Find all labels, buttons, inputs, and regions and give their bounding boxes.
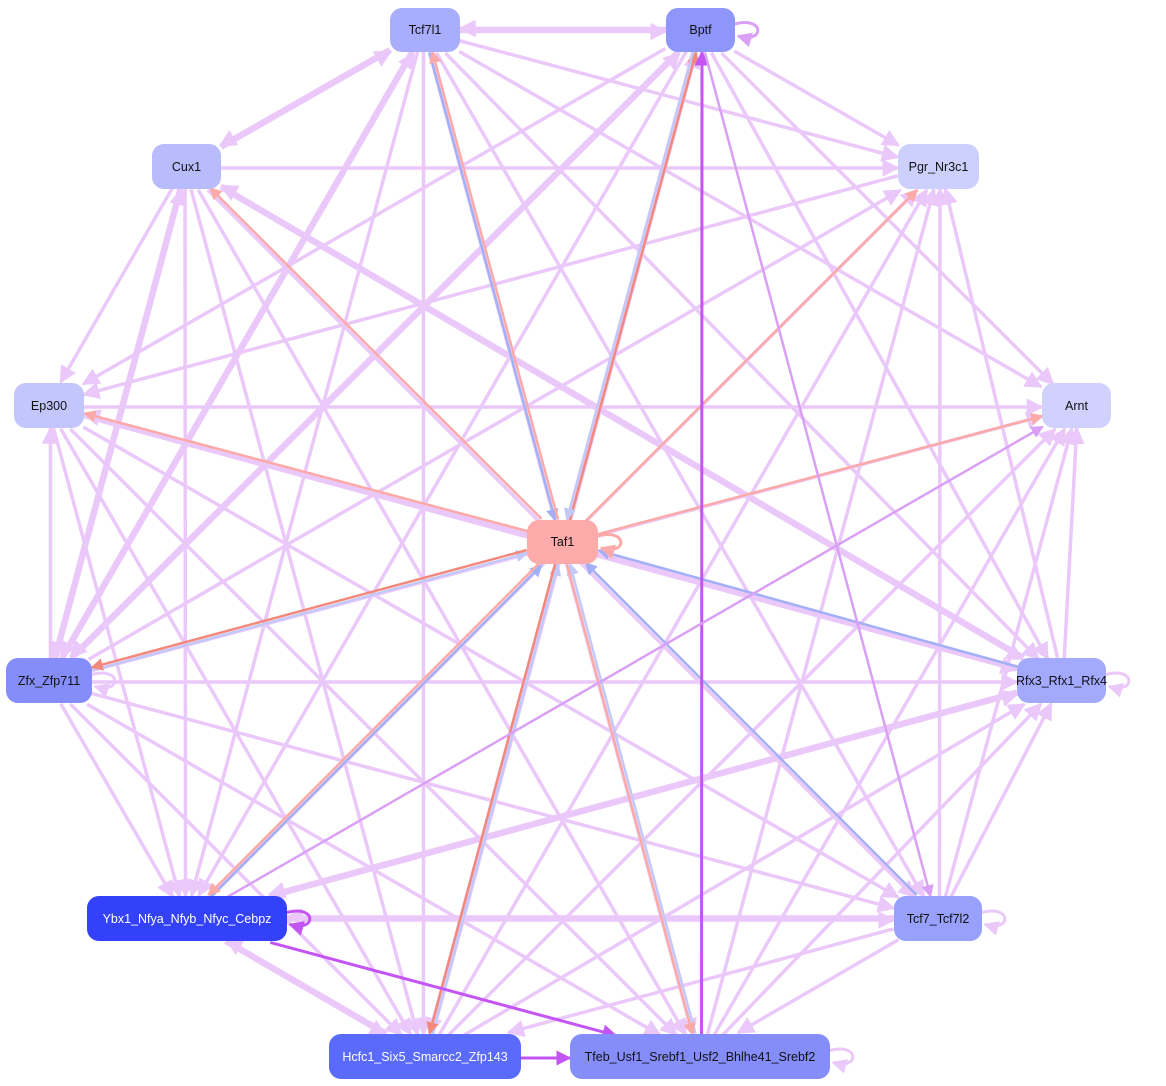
self-loop-Tcf7_Tcf7l2 <box>981 909 1007 936</box>
edge-Taf1-to-Tcf7l1 <box>429 50 560 520</box>
edge-Zfx_Zfp711-to-Tcf7l1 <box>61 51 416 660</box>
node-label: Ybx1_Nfya_Nfyb_Nfyc_Cebpz <box>102 911 272 926</box>
edge-Taf1-to-Cux1 <box>209 187 543 520</box>
edge-Rfx3_Rfx1_Rfx4-to-Arnt <box>1062 426 1085 659</box>
edge-Tfeb_Usf1_Srebf1_Usf2_Bhlhe41_Srebf2-to-Arnt <box>712 427 1067 1036</box>
node-label: Ep300 <box>30 398 68 413</box>
edge-Tcf7l1-to-Cux1 <box>218 47 391 147</box>
node-ybx1_nfya_nfyb_nfyc_cebpz[interactable]: Ybx1_Nfya_Nfyb_Nfyc_Cebpz <box>87 896 287 941</box>
edge-Taf1-to-Ep300 <box>83 410 528 533</box>
node-cux1[interactable]: Cux1 <box>152 144 221 189</box>
node-bptf[interactable]: Bptf <box>666 8 735 52</box>
node-label: Tcf7l1 <box>408 23 442 37</box>
edge-Taf1-to-Bptf <box>568 51 700 521</box>
node-label: Zfx_Zfp711 <box>17 673 81 688</box>
node-arnt[interactable]: Arnt <box>1042 383 1111 428</box>
edge-Tfeb_Usf1_Srebf1_Usf2_Bhlhe41_Srebf2-to-Taf1 <box>566 562 697 1034</box>
node-label: Arnt <box>1065 398 1088 413</box>
node-label: Rfx3_Rfx1_Rfx4 <box>1016 673 1108 688</box>
edge-Cux1-to-Tcf7l1 <box>220 49 393 150</box>
edge-Taf1-to-Pgr_Nr3c1 <box>584 189 918 522</box>
node-zfx_zfp711[interactable]: Zfx_Zfp711 <box>6 658 92 703</box>
edge-Rfx3_Rfx1_Rfx4-to-Cux1 <box>220 183 1025 659</box>
edge-Tcf7l1-to-Tcf7_Tcf7l2 <box>434 51 926 899</box>
edge-Ybx1_Nfya_Nfyb_Nfyc_Cebpz-to-Arnt <box>226 425 1044 899</box>
node-label: Pgr_Nr3c1 <box>908 159 969 174</box>
node-label: Bptf <box>689 23 712 37</box>
node-label: Tcf7_Tcf7l2 <box>906 911 970 926</box>
edge-Bptf-to-Taf1 <box>563 51 695 521</box>
edge-Taf1-to-Tfeb_Usf1_Srebf1_Usf2_Bhlhe41_Srebf2 <box>565 564 696 1036</box>
edge-Ep300-to-Tcf7_Tcf7l2 <box>82 425 900 899</box>
edge-Tcf7_Tcf7l2-to-Tfeb_Usf1_Srebf1_Usf2_Bhlhe41_Srebf2 <box>736 938 900 1035</box>
self-loop-Taf1 <box>597 533 623 560</box>
edge-Cux1-to-Tfeb_Usf1_Srebf1_Usf2_Bhlhe41_Srebf2 <box>196 188 688 1037</box>
self-loop-Ybx1_Nfya_Nfyb_Nfyc_Cebpz <box>286 909 312 936</box>
edge-Cux1-to-Ep300 <box>59 187 174 384</box>
edge-Ybx1_Nfya_Nfyb_Nfyc_Cebpz-to-Taf1 <box>209 564 543 898</box>
edge-Bptf-to-Ybx1_Nfya_Nfyb_Nfyc_Cebpz <box>197 50 689 897</box>
edge-Tcf7l1-to-Pgr_Nr3c1 <box>459 39 900 162</box>
edge-Bptf-to-Tcf7_Tcf7l2 <box>703 52 934 898</box>
node-tfeb_usf1_srebf1_usf2_bhlhe41_srebf2[interactable]: Tfeb_Usf1_Srebf1_Usf2_Bhlhe41_Srebf2 <box>570 1034 830 1079</box>
node-tcf7l1[interactable]: Tcf7l1 <box>390 8 460 52</box>
node-label: Taf1 <box>550 535 575 549</box>
node-hcfc1_six5_smarcc2_zfp143[interactable]: Hcfc1_Six5_Smarcc2_Zfp143 <box>329 1034 521 1079</box>
edge-Zfx_Zfp711-to-Pgr_Nr3c1 <box>87 188 902 661</box>
edge-Cux1-to-Rfx3_Rfx1_Rfx4 <box>219 186 1024 661</box>
node-label: Hcfc1_Six5_Smarcc2_Zfp143 <box>342 1049 508 1064</box>
edge-Bptf-to-Rfx3_Rfx1_Rfx4 <box>709 51 1050 661</box>
node-tcf7_tcf7l2[interactable]: Tcf7_Tcf7l2 <box>894 896 982 941</box>
edge-Taf1-to-Zfx_Zfp711 <box>90 548 527 671</box>
edge-Tcf7_Tcf7l2-to-Taf1 <box>584 562 918 896</box>
edge-Cux1-to-Hcfc1_Six5_Smarcc2_Zfp143 <box>189 188 422 1037</box>
edge-Tcf7_Tcf7l2-to-Arnt <box>943 426 1077 897</box>
edge-Zfx_Zfp711-to-Ybx1_Nfya_Nfyb_Nfyc_Cebpz <box>59 702 175 899</box>
edge-Taf1-to-Arnt <box>598 412 1044 536</box>
node-rfx3_rfx1_rfx4[interactable]: Rfx3_Rfx1_Rfx4 <box>1016 658 1108 703</box>
edge-Taf1-to-Hcfc1_Six5_Smarcc2_Zfp143 <box>426 563 557 1035</box>
edge-Hcfc1_Six5_Smarcc2_Zfp143-to-Rfx3_Rfx1_Rfx4 <box>462 702 1026 1037</box>
edge-Tcf7_Tcf7l2-to-Rfx3_Rfx1_Rfx4 <box>949 702 1053 898</box>
edge-Hcfc1_Six5_Smarcc2_Zfp143-to-Taf1 <box>431 563 562 1035</box>
edge-Tcf7l1-to-Taf1 <box>428 52 559 522</box>
node-taf1[interactable]: Taf1 <box>527 520 598 564</box>
self-loop-Tfeb_Usf1_Srebf1_Usf2_Bhlhe41_Srebf2 <box>829 1047 855 1074</box>
self-loop-Zfx_Zfp711 <box>91 671 117 698</box>
edge-Rfx3_Rfx1_Rfx4-to-Taf1 <box>597 547 1018 668</box>
edge-Hcfc1_Six5_Smarcc2_Zfp143-to-Arnt <box>447 427 1057 1037</box>
edge-Taf1-to-Ybx1_Nfya_Nfyb_Nfyc_Cebpz <box>207 562 541 896</box>
self-loop-Bptf <box>734 21 760 48</box>
self-loop-Rfx3_Rfx1_Rfx4 <box>1105 671 1131 698</box>
edge-Tfeb_Usf1_Srebf1_Usf2_Bhlhe41_Srebf2-to-Rfx3_Rfx1_Rfx4 <box>721 702 1043 1037</box>
edge-Ybx1_Nfya_Nfyb_Nfyc_Cebpz-to-Hcfc1_Six5_Smarcc2_Zfp143 <box>224 940 387 1037</box>
edge-Zfx_Zfp711-to-Taf1 <box>92 549 529 672</box>
edge-Bptf-to-Pgr_Nr3c1 <box>733 49 901 147</box>
edge-Bptf-to-Ep300 <box>81 47 667 386</box>
edge-Hcfc1_Six5_Smarcc2_Zfp143-to-Ybx1_Nfya_Nfyb_Nfyc_Cebpz <box>225 938 388 1035</box>
edge-Ybx1_Nfya_Nfyb_Nfyc_Cebpz-to-Tfeb_Usf1_Srebf1_Usf2_Bhlhe41_Srebf2 <box>269 940 618 1040</box>
node-pgr_nr3c1[interactable]: Pgr_Nr3c1 <box>898 144 979 189</box>
edge-Hcfc1_Six5_Smarcc2_Zfp143-to-Pgr_Nr3c1 <box>437 188 929 1036</box>
node-label: Tfeb_Usf1_Srebf1_Usf2_Bhlhe41_Srebf2 <box>584 1049 816 1064</box>
edge-Rfx3_Rfx1_Rfx4-to-Pgr_Nr3c1 <box>940 186 1060 659</box>
node-label: Cux1 <box>171 159 202 174</box>
edge-Pgr_Nr3c1-to-Ep300 <box>81 174 899 400</box>
node-ep300[interactable]: Ep300 <box>14 383 84 428</box>
